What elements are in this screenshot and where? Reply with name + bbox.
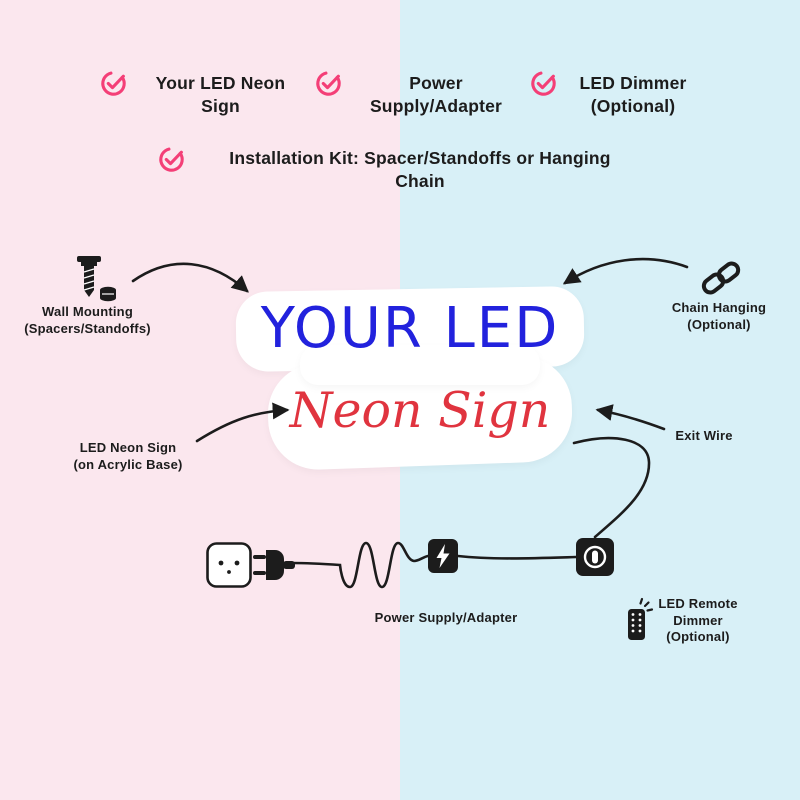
remote-dimmer-line1: LED Remote (658, 596, 738, 611)
sign-acrylic-base-join (300, 345, 540, 385)
checklist-item-3-line2: (Optional) (590, 96, 676, 116)
checklist-item-4-line1: Installation Kit: Spacer/Standoffs or Ha… (229, 148, 611, 168)
exit-wire-line1: Exit Wire (675, 428, 733, 443)
power-adapter-icon (427, 538, 459, 579)
led-neon-sign-line2: (on Acrylic Base) (73, 456, 183, 472)
remote-dimmer-line3: (Optional) (666, 629, 730, 644)
exit-wire-label: Exit Wire (658, 428, 750, 445)
checklist-item-2-line2: Supply/Adapter (369, 96, 503, 116)
check-icon (159, 147, 184, 172)
checklist-item-3-line1: LED Dimmer (579, 73, 687, 93)
power-plug-icon (253, 548, 297, 587)
checklist-item-4-label: Installation Kit: Spacer/Standoffs or Ha… (190, 147, 650, 193)
chain-hanging-line2: (Optional) (687, 316, 751, 332)
check-icon (316, 71, 341, 96)
led-neon-sign-label: LED Neon Sign (on Acrylic Base) (46, 440, 210, 473)
led-neon-sign-line1: LED Neon Sign (79, 440, 177, 455)
dimmer-switch-icon (575, 537, 615, 582)
power-supply-label: Power Supply/Adapter (330, 610, 562, 627)
checklist-item-1-line1: Your LED Neon (155, 73, 286, 93)
checklist-item-1 (100, 70, 127, 102)
checklist-item-4 (158, 146, 185, 178)
wall-mounting-label: Wall Mounting (Spacers/Standoffs) (5, 304, 170, 337)
sign-title: YOUR LED (260, 296, 560, 361)
screw-standoff-icon (70, 254, 118, 309)
checklist-item-1-label: Your LED Neon Sign (138, 72, 303, 118)
remote-dimmer-label: LED Remote Dimmer (Optional) (650, 596, 746, 646)
wall-mounting-line1: Wall Mounting (42, 304, 133, 319)
wall-mounting-line2: (Spacers/Standoffs) (24, 320, 151, 336)
chain-hanging-line1: Chain Hanging (671, 300, 767, 315)
wall-outlet-icon (206, 542, 252, 593)
checklist-item-3 (530, 70, 557, 102)
remote-dimmer-line2: Dimmer (673, 612, 723, 628)
checklist-item-1-line2: Sign (201, 96, 240, 116)
sign-subtitle: Neon Sign (289, 382, 551, 439)
power-supply-line1: Power Supply/Adapter (374, 610, 518, 625)
checklist-item-2-label: Power Supply/Adapter (350, 72, 522, 118)
check-icon (531, 71, 556, 96)
checklist-item-4-line2: Chain (395, 171, 445, 191)
checklist-item-2-line1: Power (409, 73, 463, 93)
chain-hanging-label: Chain Hanging (Optional) (640, 300, 798, 333)
check-icon (101, 71, 126, 96)
chain-link-icon (700, 258, 742, 305)
checklist-item-2 (315, 70, 342, 102)
checklist-item-3-label: LED Dimmer (Optional) (563, 72, 703, 118)
remote-control-icon (620, 596, 654, 647)
